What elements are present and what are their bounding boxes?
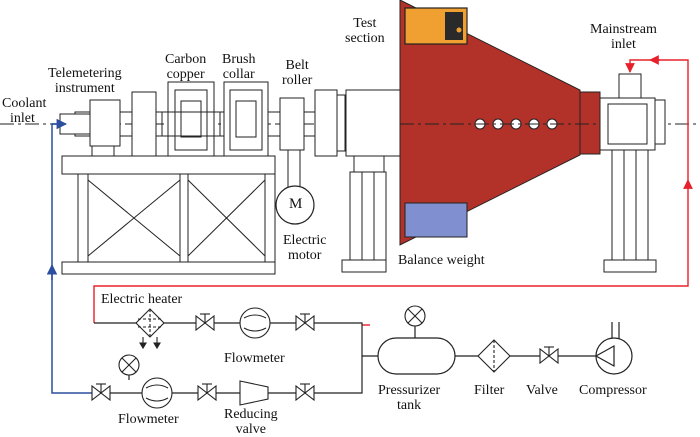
balance-weight-block [404,202,468,238]
brush-collar [223,81,269,159]
valve-label: Valve [526,383,558,398]
belt-roller [279,89,346,196]
electric-motor [275,185,315,225]
mainstream-stand [599,73,666,273]
flowmeter-upper-label: Flowmeter [224,351,285,366]
carbon-copper [161,81,221,159]
balance-weight-label: Balance weight [398,253,485,268]
support-frame [61,155,276,275]
electric-heater-label: Electric heater [101,292,183,307]
mainstream-air-line [93,55,693,326]
valves [91,313,559,402]
supply-piping [94,322,620,394]
filter-label: Filter [474,383,505,398]
telemetering-instrument [59,91,157,159]
motor-symbol: M [289,196,303,212]
coolant-line [46,118,100,394]
flowmeters [141,307,271,409]
pressurizer-tank [377,337,456,375]
compressor-label: Compressor [579,383,647,398]
flowmeter-lower-label: Flowmeter [118,412,179,427]
reducing-valve [239,380,269,406]
bearing-pedestal [341,89,401,273]
filter [477,339,511,373]
electric-heater [135,308,165,350]
gauges [118,305,426,376]
compressor [594,337,633,375]
instrument-box [404,7,468,45]
